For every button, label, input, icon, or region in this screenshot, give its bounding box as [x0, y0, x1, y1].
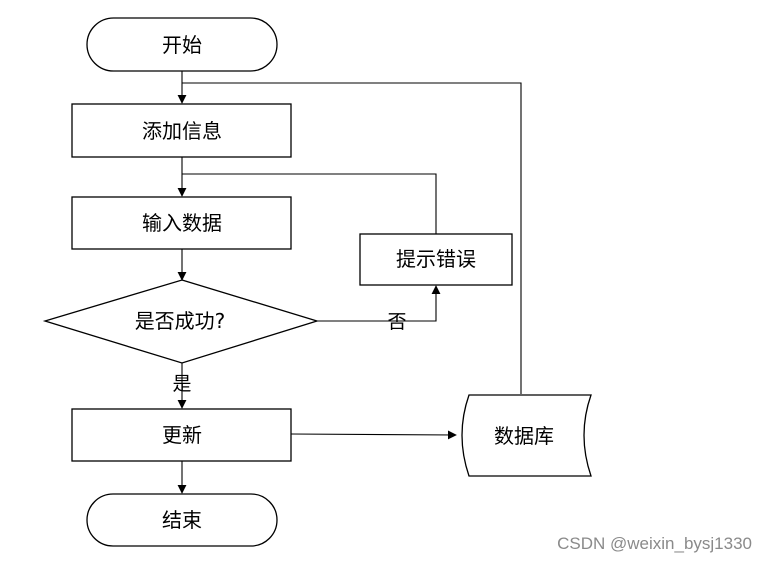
- node-update: 更新: [71, 408, 292, 462]
- connectors: [177, 71, 522, 494]
- end-terminal-shape: [86, 493, 278, 547]
- node-end: 结束: [86, 493, 278, 547]
- error-label: 提示错误: [396, 247, 476, 271]
- node-add-info: 添加信息: [71, 103, 292, 158]
- edge-database-to-add-info: [182, 82, 522, 394]
- start-label: 开始: [162, 33, 202, 57]
- decision-label: 是否成功?: [135, 309, 226, 333]
- edge-label-yes: 是: [172, 373, 191, 395]
- edge-error-to-input: [182, 173, 437, 234]
- decision-diamond-shape: [42, 279, 320, 364]
- database-label: 数据库: [494, 424, 554, 448]
- update-process-shape: [71, 408, 292, 462]
- node-error: 提示错误: [359, 233, 513, 286]
- start-terminal-shape: [86, 17, 278, 72]
- database-storage-shape: [461, 394, 592, 477]
- node-start: 开始: [86, 17, 278, 72]
- add-info-label: 添加信息: [142, 119, 222, 143]
- node-input-data: 输入数据: [71, 196, 292, 250]
- input-data-process-shape: [71, 196, 292, 250]
- input-data-label: 输入数据: [142, 211, 222, 235]
- node-database: 数据库: [461, 394, 592, 477]
- watermark: CSDN @weixin_bysj1330: [557, 534, 752, 553]
- node-decision: 是否成功?: [42, 279, 320, 364]
- edge-decision-to-error: [317, 285, 441, 322]
- end-label: 结束: [162, 508, 202, 532]
- edge-update-to-database: [290, 430, 457, 440]
- edge-label-no: 否: [387, 311, 406, 333]
- add-info-process-shape: [71, 103, 292, 158]
- error-process-shape: [359, 233, 513, 286]
- update-label: 更新: [162, 423, 202, 447]
